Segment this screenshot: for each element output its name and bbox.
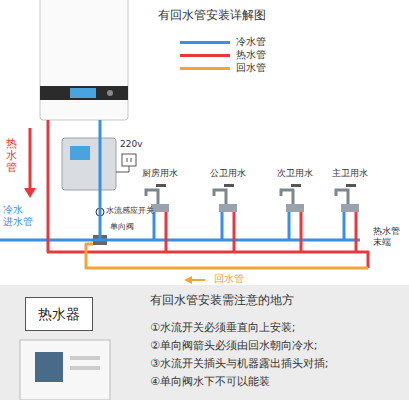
outlet-label: 主卫用水 — [332, 168, 368, 179]
pipe-label: 回水管 — [212, 273, 246, 285]
faucet-handle — [291, 184, 301, 187]
notes-heading: 有回水管安装需注意的地方 — [150, 293, 294, 307]
legend-text: 热水管 — [236, 49, 266, 61]
faucet-spout — [146, 190, 158, 204]
heater-knob — [107, 90, 113, 96]
pipe — [48, 120, 368, 268]
faucet-handle — [224, 184, 234, 187]
note-text: ①水流开关必须垂直向上安装; — [150, 321, 296, 334]
pipe — [300, 212, 303, 252]
pipe-end-label: 热水管 末端 — [373, 226, 403, 248]
heater-sketch-display — [35, 352, 63, 382]
pipe — [233, 212, 236, 252]
power-cord — [116, 166, 129, 172]
heater-sketch-slot — [70, 356, 100, 360]
voltage-label: 220v — [120, 139, 143, 150]
faucet — [281, 184, 304, 212]
faucet — [336, 184, 359, 212]
notes-panel: 有回水管安装需注意的地方 ①水流开关必须垂直向上安装; ②单向阀箭头必须由回水朝向冷… — [0, 285, 409, 400]
pipe — [221, 212, 224, 240]
notes-ground — [0, 285, 409, 400]
legend-swatch — [180, 54, 230, 57]
return-arrow-head — [184, 276, 192, 284]
box-label: 热水器 — [38, 306, 80, 324]
outlet-label: 厨房用水 — [142, 168, 178, 179]
outlet-label: 公卫用水 — [210, 168, 246, 179]
pipe — [343, 212, 346, 240]
pump-display — [70, 146, 90, 160]
pipe — [99, 120, 102, 240]
heater-sketch — [20, 340, 110, 400]
pipe — [0, 239, 360, 242]
pipe — [165, 212, 168, 252]
pipe-label: 热水管 — [6, 138, 17, 174]
diagram-title: 有回水管安装详解图 — [158, 8, 266, 22]
note-text: ③水流开关插头与机器露出插头对插; — [150, 357, 329, 370]
hot-arrow — [29, 128, 32, 190]
power-outlet — [122, 154, 136, 166]
pipe — [153, 212, 156, 240]
legend-swatch — [180, 67, 230, 70]
faucet-spout — [214, 190, 226, 204]
outlet-pin — [131, 158, 132, 162]
water-heater — [40, 0, 128, 120]
note-text: ④单向阀水下不可以能装 — [150, 375, 270, 388]
pipe-label: 冷水 进水管 — [3, 204, 36, 228]
heater-sketch-slot — [70, 366, 100, 370]
pipe — [86, 244, 368, 268]
faucet-handle — [346, 184, 356, 187]
heater-panel — [40, 86, 128, 100]
faucet-base — [341, 204, 359, 212]
note-text: ②单向阀箭头必须由回水朝向冷水; — [150, 339, 318, 352]
pipe — [355, 212, 358, 252]
faucet-handle — [156, 184, 166, 187]
legend-text: 冷水管 — [236, 36, 266, 48]
outlet-pin — [127, 158, 128, 162]
faucet-base — [286, 204, 304, 212]
legend-text: 回水管 — [236, 62, 266, 74]
hot-arrow-head — [24, 188, 36, 198]
legend-swatch — [180, 41, 230, 44]
faucet-spout — [281, 190, 293, 204]
faucet-spout — [336, 190, 348, 204]
return-arrow — [190, 279, 205, 281]
part-label: 单向阀 — [110, 222, 134, 232]
heater-display — [70, 88, 96, 98]
faucet-base — [219, 204, 237, 212]
part-label: 水流感应开关 — [106, 206, 154, 216]
pipe — [288, 212, 291, 240]
pump-box — [62, 138, 116, 190]
faucet — [214, 184, 237, 212]
label-box: 热水器 — [25, 297, 93, 331]
outlet-label: 次卫用水 — [277, 168, 313, 179]
